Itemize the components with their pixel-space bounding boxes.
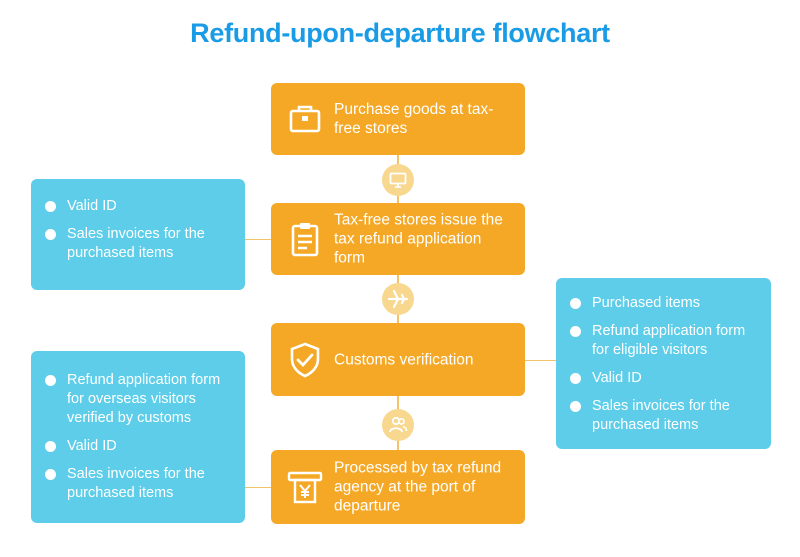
list-item: Valid ID — [45, 437, 233, 456]
list-item: Purchased items — [570, 294, 759, 313]
info-box-right: Purchased items Refund application form … — [556, 278, 771, 449]
connector-left-bottom — [244, 487, 272, 488]
step-label: Processed by tax refund agency at the po… — [334, 459, 502, 515]
step-tax-refund-agency: Processed by tax refund agency at the po… — [271, 450, 525, 524]
list-item: Sales invoices for the purchased items — [570, 397, 759, 435]
airplane-icon — [388, 289, 408, 309]
connector-left-top — [244, 239, 272, 240]
list-item: Sales invoices for the purchased items — [45, 225, 233, 263]
clipboard-icon — [291, 223, 319, 257]
step-purchase-goods: Purchase goods at tax-free stores — [271, 83, 525, 155]
connector-right — [524, 360, 556, 361]
page-title: Refund-upon-departure flowchart — [190, 18, 610, 48]
shopping-bag-icon — [289, 105, 321, 133]
list-item: Valid ID — [570, 369, 759, 388]
step-label: Tax-free stores issue the tax refund app… — [334, 211, 503, 267]
info-box-left-bottom: Refund application form for overseas vis… — [31, 351, 245, 523]
monitor-icon — [389, 172, 407, 188]
connector-circle-3 — [382, 409, 414, 441]
step-label: Purchase goods at tax-free stores — [334, 101, 494, 137]
list-item: Refund application form for overseas vis… — [45, 371, 233, 428]
shield-check-icon — [290, 342, 320, 377]
connector-circle-1 — [382, 164, 414, 196]
list-item: Refund application form for eligible vis… — [570, 322, 759, 360]
yuan-receipt-icon — [287, 471, 323, 504]
list-item: Sales invoices for the purchased items — [45, 465, 233, 503]
connector-circle-2 — [382, 283, 414, 315]
step-label: Customs verification — [334, 351, 474, 368]
step-issue-form: Tax-free stores issue the tax refund app… — [271, 203, 525, 275]
list-item: Valid ID — [45, 197, 233, 216]
people-icon — [389, 416, 408, 433]
info-box-left-top: Valid ID Sales invoices for the purchase… — [31, 179, 245, 290]
step-customs-verification: Customs verification — [271, 323, 525, 396]
